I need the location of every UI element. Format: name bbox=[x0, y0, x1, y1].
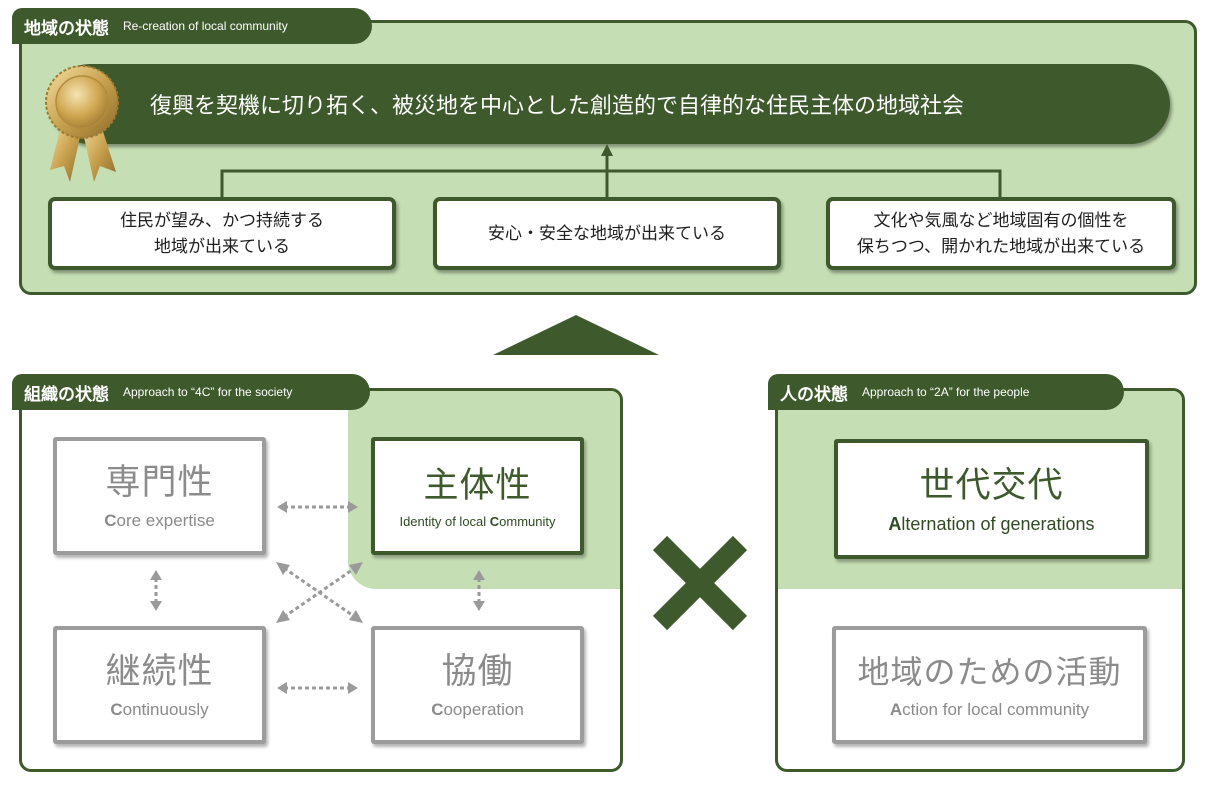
people-tab-subtitle: Approach to “2A” for the people bbox=[862, 385, 1030, 399]
organization-tab-title: 組織の状態 bbox=[24, 384, 109, 405]
people-tab-title: 人の状態 bbox=[780, 384, 848, 405]
community-tab-subtitle: Re-creation of local community bbox=[123, 19, 288, 33]
card-subtitle: Identity of local Community bbox=[399, 513, 556, 529]
card-title: 世代交代 bbox=[919, 465, 1064, 506]
card-identity: 主体性 Identity of local Community bbox=[371, 437, 584, 555]
organization-tab: 組織の状態 Approach to “4C” for the society bbox=[12, 374, 370, 410]
card-subtitle: Core expertise bbox=[104, 511, 215, 530]
state-text: 安心・安全な地域が出来ている bbox=[488, 223, 726, 244]
award-ribbon-icon bbox=[45, 65, 119, 182]
card-local-action: 地域のための活動 Action for local community bbox=[832, 626, 1147, 744]
card-alternation: 世代交代 Alternation of generations bbox=[834, 439, 1149, 559]
people-tab: 人の状態 Approach to “2A” for the people bbox=[768, 374, 1124, 410]
state-box-sustainable: 住民が望み、かつ持続する 地域が出来ている bbox=[48, 197, 396, 270]
multiply-icon bbox=[652, 535, 748, 631]
card-subtitle: Action for local community bbox=[889, 700, 1090, 719]
card-subtitle: Continuously bbox=[110, 700, 209, 719]
card-title: 協働 bbox=[441, 652, 514, 692]
community-tab-title: 地域の状態 bbox=[24, 18, 109, 39]
card-subtitle: Cooperation bbox=[431, 700, 524, 719]
card-title: 専門性 bbox=[105, 463, 214, 503]
goal-text: 復興を契機に切り拓く、被災地を中心とした創造的で自律的な住民主体の地域社会 bbox=[150, 94, 965, 119]
community-tab: 地域の状態 Re-creation of local community bbox=[12, 8, 372, 44]
up-triangle bbox=[493, 315, 659, 355]
state-box-safe: 安心・安全な地域が出来ている bbox=[433, 197, 781, 270]
card-title: 主体性 bbox=[423, 465, 532, 506]
card-subtitle: Alternation of generations bbox=[888, 513, 1095, 534]
relation-arrows bbox=[150, 501, 485, 694]
card-core-expertise: 専門性 Core expertise bbox=[53, 437, 266, 555]
card-continuously: 継続性 Continuously bbox=[53, 626, 266, 744]
state-text: 文化や気風など地域固有の個性を 保ちつつ、開かれた地域が出来ている bbox=[856, 210, 1146, 257]
state-box-open: 文化や気風など地域固有の個性を 保ちつつ、開かれた地域が出来ている bbox=[826, 197, 1176, 270]
organization-tab-subtitle: Approach to “4C” for the society bbox=[123, 385, 293, 399]
state-text: 住民が望み、かつ持続する 地域が出来ている bbox=[120, 210, 324, 257]
card-cooperation: 協働 Cooperation bbox=[371, 626, 584, 744]
states-connector bbox=[220, 144, 1002, 199]
card-title: 継続性 bbox=[105, 652, 214, 692]
card-title: 地域のための活動 bbox=[857, 653, 1122, 691]
goal-banner: 復興を契機に切り拓く、被災地を中心とした創造的で自律的な住民主体の地域社会 bbox=[50, 64, 1170, 144]
